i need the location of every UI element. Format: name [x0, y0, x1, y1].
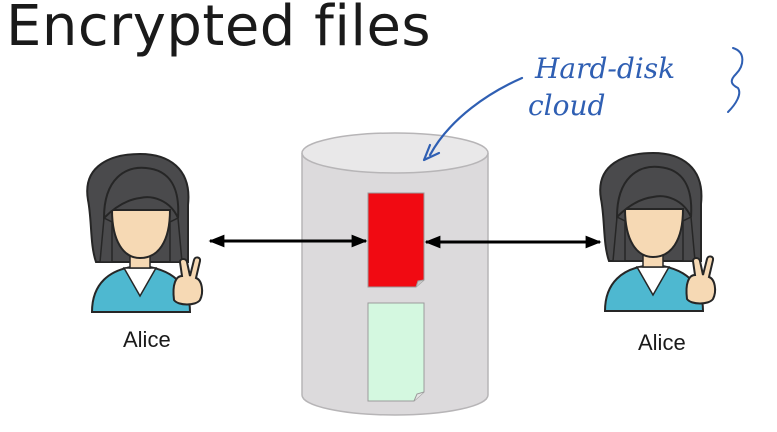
slide-title: Encrypted files: [6, 0, 432, 59]
peace-hand-icon: [685, 255, 717, 305]
person-icon: [599, 151, 705, 312]
encrypted-file-red: [367, 192, 425, 288]
person-label-right: Alice: [638, 330, 686, 355]
annotation-arrow: [428, 76, 524, 157]
peace-hand-icon: [172, 256, 204, 306]
annotation-brace: [727, 47, 744, 113]
annotation-line-2: cloud: [528, 89, 606, 122]
file-green: [367, 302, 425, 402]
annotation-arrowhead: [422, 143, 441, 162]
annotation-line-1: Hard-disk: [535, 52, 676, 85]
person-icon: [86, 152, 192, 313]
person-label-left: Alice: [123, 327, 171, 352]
